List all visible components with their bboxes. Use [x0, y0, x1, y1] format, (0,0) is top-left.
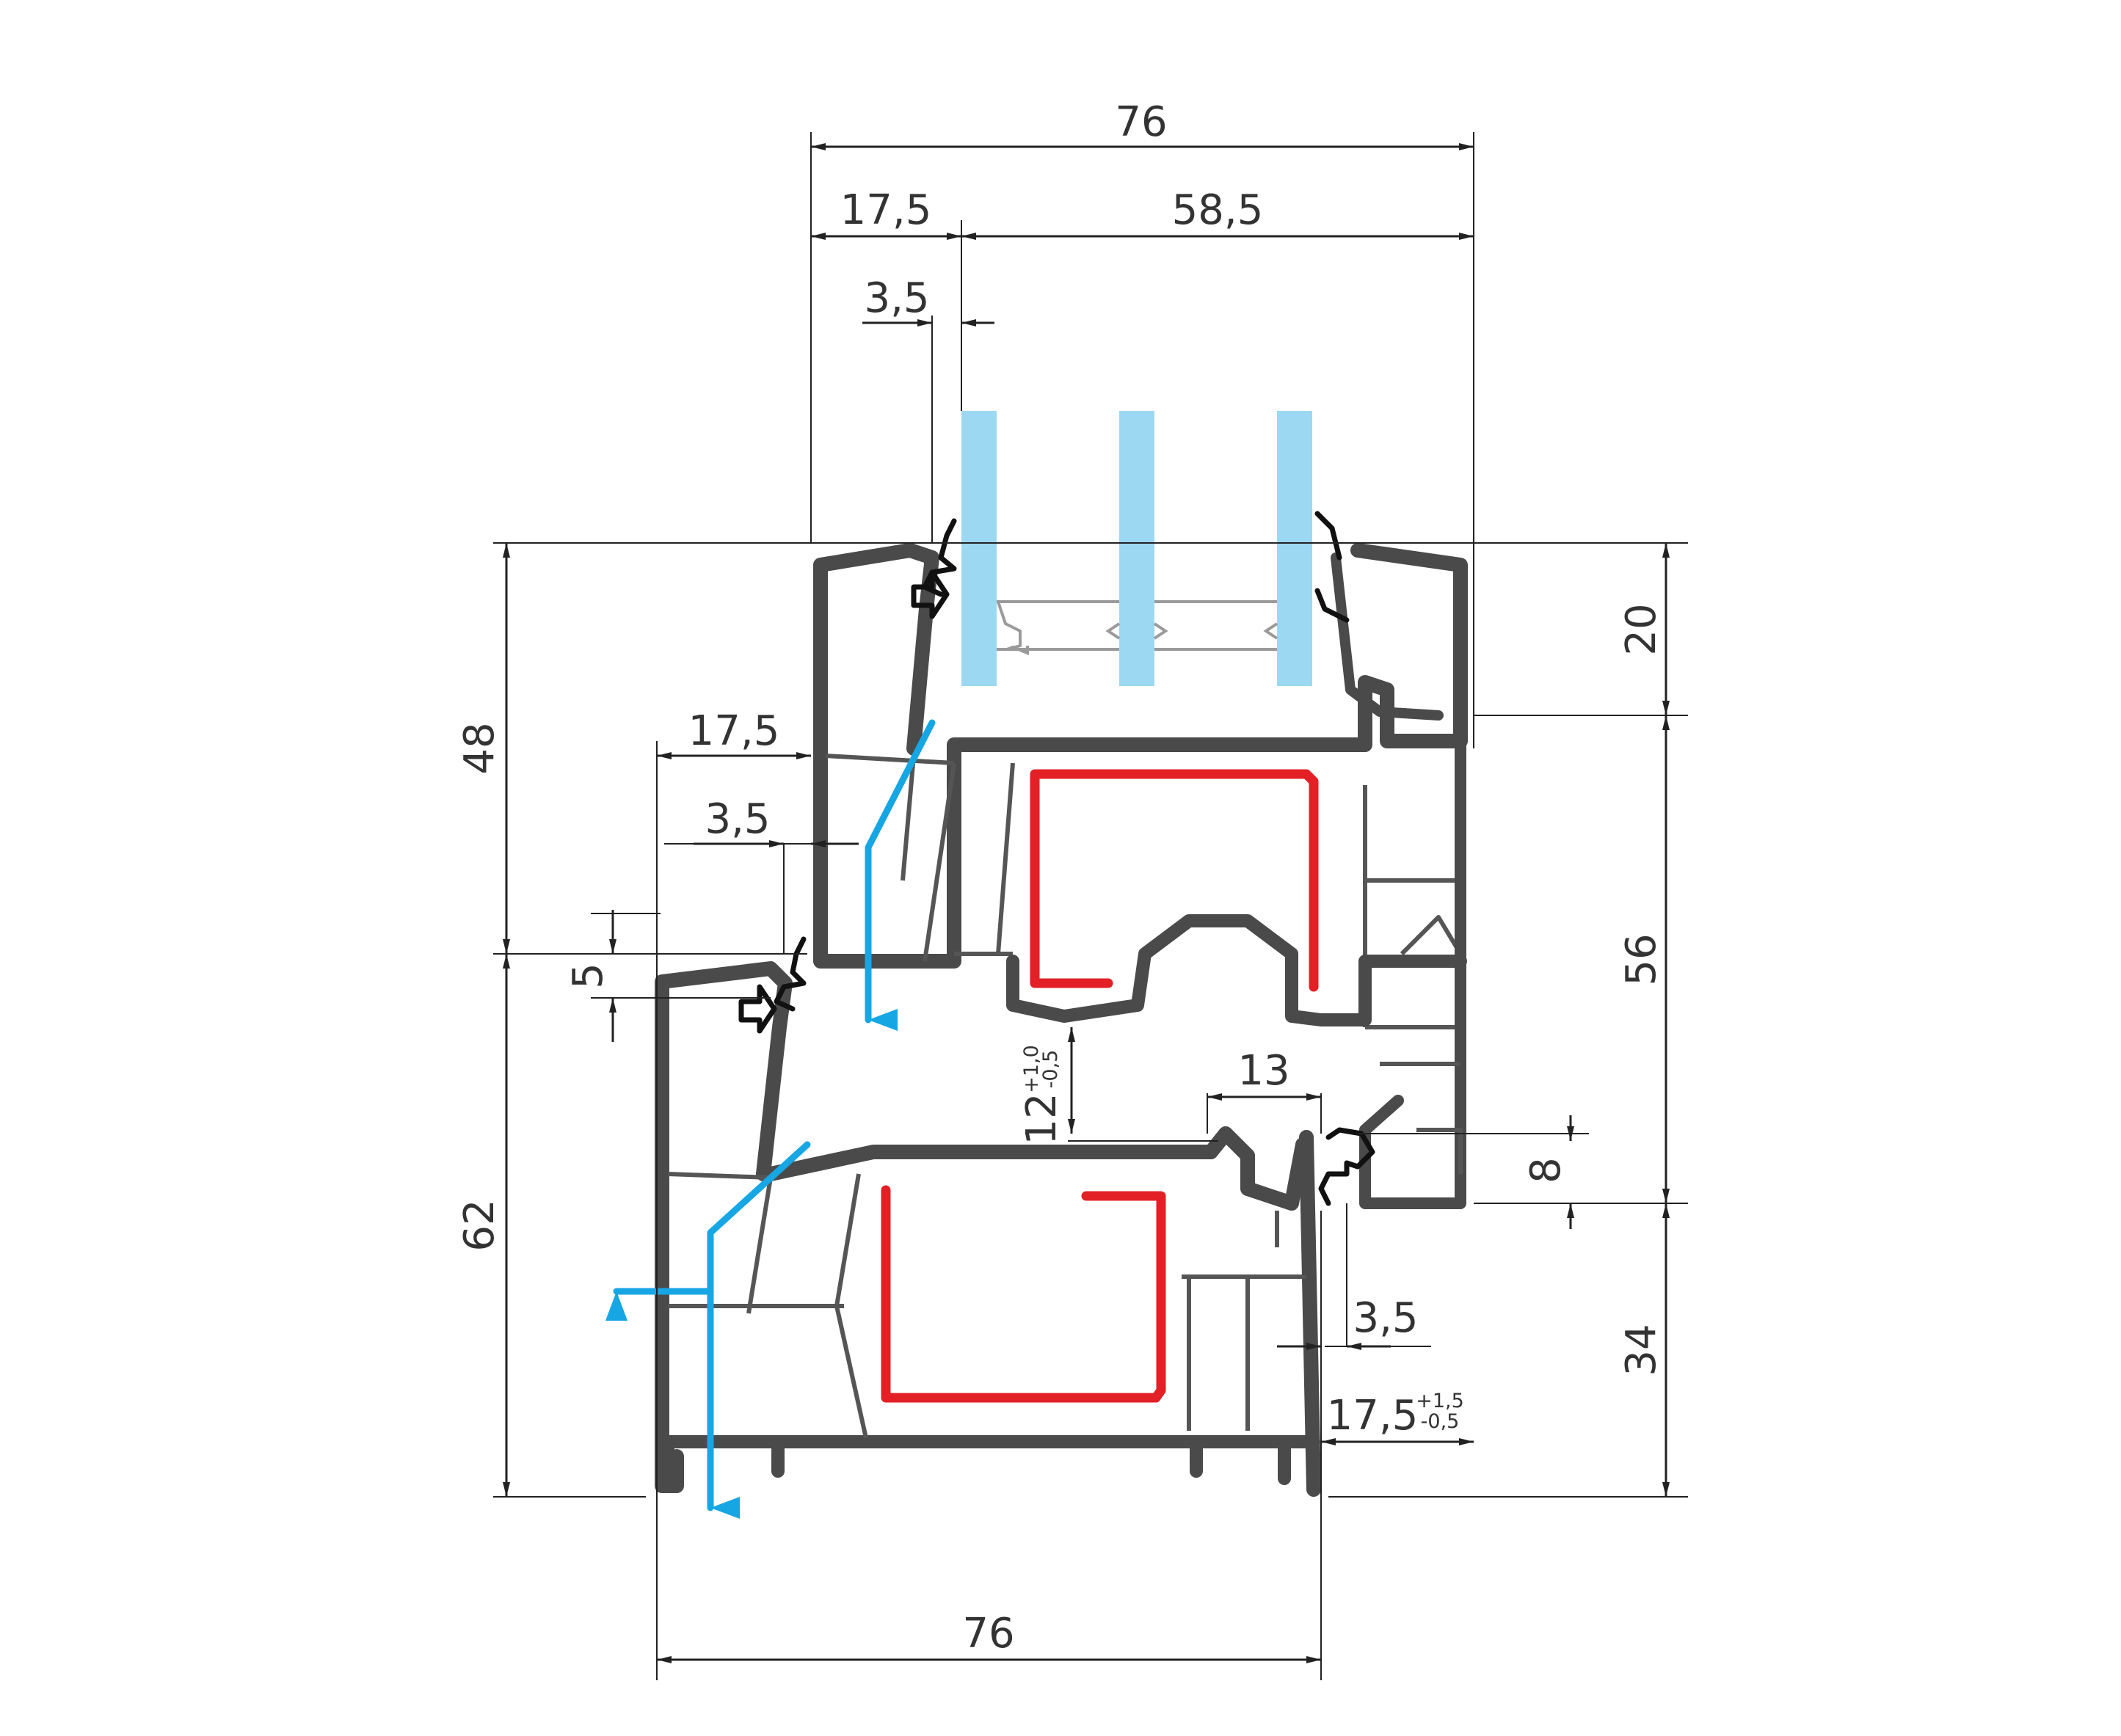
sash-outline [813, 543, 1468, 969]
dim-label-frame-total-width: 76 [962, 1610, 1014, 1657]
glass-pane-middle [1119, 411, 1154, 686]
glass-panes [961, 411, 1312, 686]
dim-label-frame-height: 34 [1618, 1324, 1665, 1376]
spacer-left [997, 600, 1121, 655]
sash-glazing-bead [1331, 552, 1444, 721]
dim-label-frame-rebate-width: 17,5 [688, 707, 780, 755]
frame-bottom-feet [661, 1435, 1291, 1485]
frame-outline [655, 961, 1321, 1497]
sash-profile [813, 543, 1468, 1209]
glass-pane-outer [961, 411, 997, 686]
dim-label-frame-overlap-tol-minus: -0,5 [1421, 1410, 1460, 1433]
dim-label-sash-total-width: 76 [1115, 98, 1167, 146]
dim-label-hardware-groove: 13 [1237, 1047, 1289, 1095]
steel-reinforcement-sash [1030, 769, 1319, 992]
dim-label-hardware-groove-depth-tol-plus: +1,0 [1020, 1045, 1043, 1093]
frame-profile [655, 961, 1321, 1497]
dim-label-frame-overlap-value: 17,5 [1327, 1392, 1419, 1440]
frame-chamber-walls [667, 1172, 1306, 1439]
dimension-labels: 76 17,5 58,5 3,5 48 62 17,5 3,5 5 20 56 … [456, 98, 1665, 1657]
sash-hardware-groove [1006, 914, 1467, 1026]
dimension-lines [493, 132, 1688, 1680]
dim-label-frame-gap: 3,5 [1353, 1294, 1418, 1342]
upper-drainage-arrow [865, 719, 936, 1031]
lower-drainage-arrow [707, 1141, 811, 1519]
sash-frame-overlap [1359, 735, 1466, 1209]
dim-label-glazing-width: 58,5 [1172, 186, 1264, 234]
dim-label-hardware-groove-depth: 12 +1,0 -0,5 [1018, 1045, 1066, 1145]
dim-label-seal-height: 8 [1522, 1157, 1570, 1184]
dim-label-overall-height-upper: 48 [456, 722, 503, 774]
glazing-seal-inner-bottom [1314, 588, 1350, 623]
dim-label-hardware-groove-depth-tol-minus: -0,5 [1039, 1050, 1062, 1089]
drainage-flow-arrows [605, 719, 936, 1519]
glass-pane-inner [1277, 411, 1312, 686]
dim-label-overall-height-lower: 62 [456, 1199, 503, 1251]
dim-label-frame-overlap-tol-plus: +1,5 [1416, 1390, 1464, 1412]
steel-reinforcement-frame [881, 1185, 1166, 1403]
frame-top-web [763, 1126, 1310, 1211]
glass-spacers [997, 600, 1278, 655]
dim-label-step-height: 5 [564, 963, 612, 989]
sash-outer-seal-arrow [911, 569, 950, 619]
spacer-right [1153, 600, 1278, 651]
glazing-seal-inner-top [1314, 511, 1342, 561]
dim-label-sash-height: 56 [1618, 933, 1665, 985]
dim-label-frame-gasket-offset: 3,5 [705, 795, 770, 843]
center-seal-gasket [1318, 1127, 1375, 1206]
dim-label-sash-gasket-offset: 3,5 [864, 274, 929, 322]
dim-label-frame-overlap: 17,5 +1,5 -0,5 [1327, 1390, 1464, 1440]
dim-label-hardware-groove-depth-value: 12 [1018, 1093, 1066, 1145]
sash-groove-chambers [1380, 1062, 1463, 1174]
frame-outer-seal-arrow [738, 984, 777, 1034]
dim-label-sash-rebate-width: 17,5 [840, 186, 932, 234]
dim-label-glazing-bead-height: 20 [1618, 603, 1665, 655]
